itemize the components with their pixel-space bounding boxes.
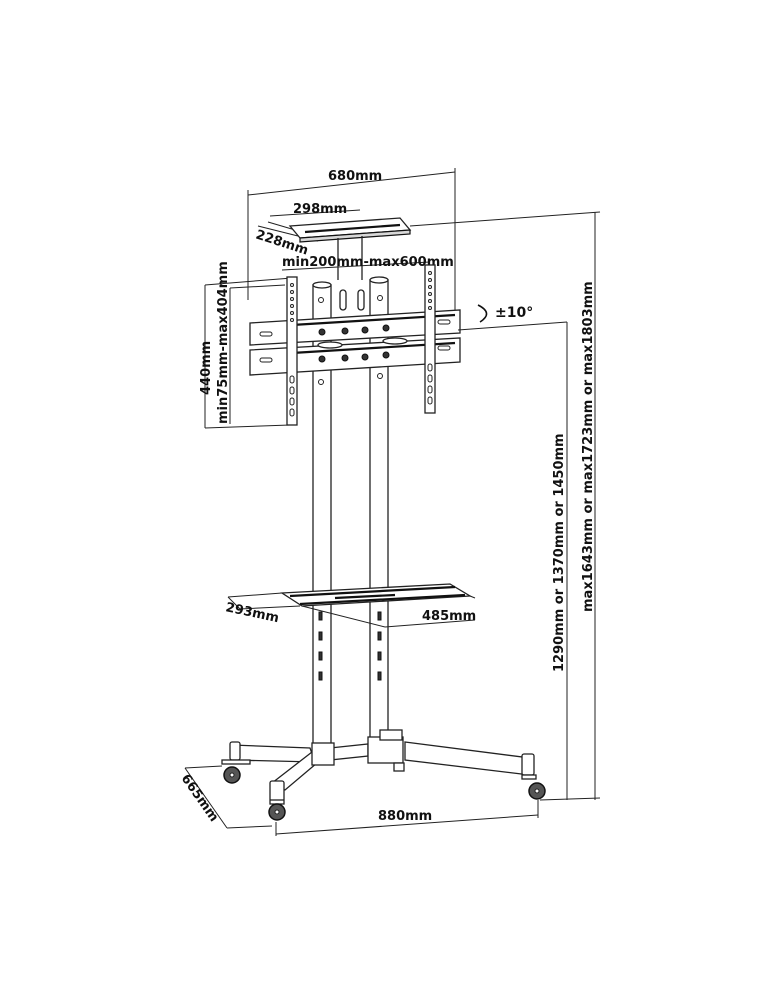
shelf-width-label: 485mm [422, 609, 476, 624]
base [229, 729, 535, 802]
vesa-vertical-label: min75mm-max404mm [216, 261, 231, 424]
tilt-arrow-icon [477, 304, 488, 323]
right-arm-holes [427, 271, 433, 405]
shelf-depth-label: 293mm [224, 600, 280, 626]
center-height-dimension: 1290mm or 1370mm or 1450mm [457, 321, 568, 800]
vesa-horizontal-dimension: min200mm-max600mm [281, 255, 454, 271]
base-depth-label: 665mm [178, 772, 221, 825]
bracket-height-label: 440mm [199, 341, 214, 395]
tilt-label: ±10° [495, 305, 533, 321]
overall-width-label: 680mm [328, 169, 382, 184]
max-height-dimension: max1643mm or max1723mm or max1803mm [539, 212, 601, 801]
base-width-dimension: 880mm [275, 800, 539, 836]
max-height-label: max1643mm or max1723mm or max1803mm [581, 281, 596, 612]
shelf: 293mm 485mm [224, 583, 476, 628]
vesa-arms [286, 264, 436, 426]
vesa-horizontal-label: min200mm-max600mm [282, 255, 454, 270]
left-arm-holes [289, 283, 295, 417]
caster-left [221, 759, 251, 784]
base-width-label: 880mm [378, 809, 432, 824]
overall-width-dimension: 680mm [247, 168, 456, 318]
bracket-height-dimension: 440mm min75mm-max404mm [199, 261, 293, 429]
caster-right [521, 774, 546, 800]
center-height-label: 1290mm or 1370mm or 1450mm [552, 433, 567, 672]
caster-front [268, 799, 286, 821]
tray-width-label: 298mm [293, 202, 347, 217]
tilt-indicator: ±10° [477, 304, 533, 323]
casters [221, 759, 546, 821]
